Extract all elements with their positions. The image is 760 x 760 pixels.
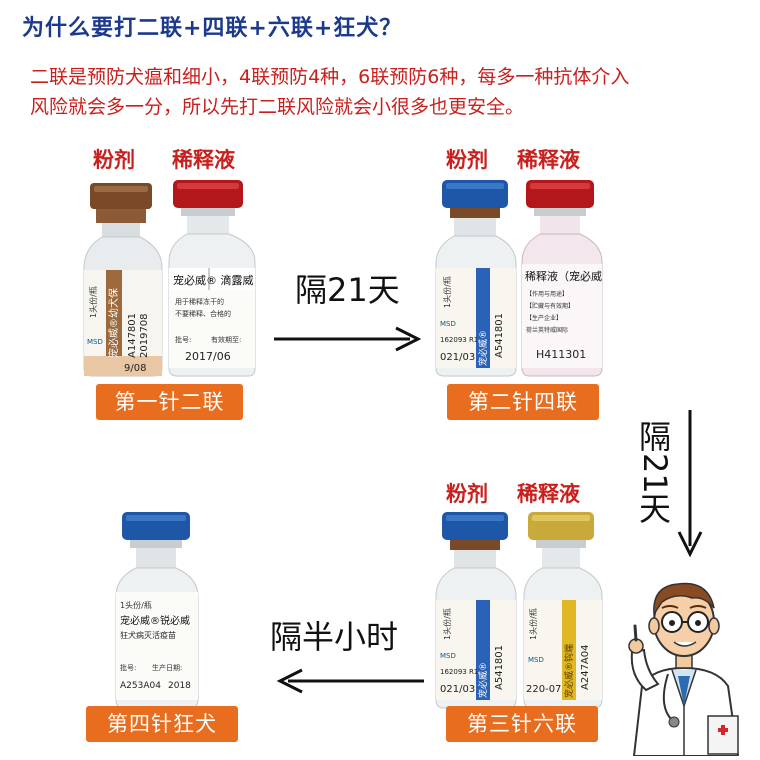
- label-diluent-1: 稀释液: [172, 148, 235, 172]
- vial3-code-text: 162093 R1: [440, 336, 478, 344]
- vial8-brand-text: 宠必威®锐必威: [120, 614, 190, 627]
- vial4-brand-text: 稀释液（宠必威: [525, 269, 602, 283]
- vial4-line1: 【作用与用途】: [526, 290, 568, 298]
- label-diluent-2: 稀释液: [517, 148, 580, 172]
- interval-2-part-c: 天: [638, 490, 671, 528]
- vial4-line4: 荷兰英特威国际: [526, 326, 568, 334]
- vial4-line2: 【贮藏与有效期】: [526, 302, 574, 310]
- vial5-spec-text: 1头份/瓶: [442, 608, 452, 640]
- step-4-label: 第四针狂犬: [86, 706, 238, 742]
- vial2-note2: 不要稀释、合格的: [175, 309, 231, 318]
- arrow-down-icon: [677, 410, 703, 558]
- vial-diluent-tetravalent: 稀释液（宠必威 【作用与用途】 【贮藏与有效期】 【生产企业】 荷兰英特威国际 …: [518, 178, 606, 378]
- vial8-name-text: 狂犬病灭活疫苗: [120, 630, 176, 640]
- vial1-exp-text: 9/08: [124, 363, 146, 374]
- vial2-note1: 用于稀释冻干的: [175, 297, 224, 306]
- label-powder-3: 粉剂: [446, 482, 488, 506]
- interval-1-text: 隔21天: [295, 271, 400, 309]
- vial1-spec-text: 1头份/瓶: [88, 286, 98, 318]
- step-3-label: 第三针六联: [446, 706, 598, 742]
- vial1-date-text: 2019708: [139, 313, 150, 358]
- vial1-maker-text: MSD: [87, 338, 103, 346]
- vial3-spec-text: 1头份/瓶: [442, 276, 452, 308]
- vial2-exp-label: 有效期至:: [211, 335, 241, 344]
- vial8-spec-text: 1头份/瓶: [120, 600, 152, 610]
- vial3-maker-text: MSD: [440, 320, 456, 328]
- interval-3-text: 隔半小时: [270, 618, 399, 656]
- vial5-lot-text: A541801: [494, 645, 505, 690]
- vial6-exp-text: 220-07: [526, 684, 561, 695]
- vial8-exp-text: 2018: [168, 681, 191, 691]
- interval-2-text: 隔 21 天: [635, 420, 675, 526]
- vial1-lot-text: A147801: [127, 313, 138, 358]
- vial2-brand-text: 宠必威® 滴露威: [173, 273, 254, 287]
- interval-2-part-b: 21: [636, 453, 674, 494]
- vial5-code-text: 162093 R1: [440, 668, 478, 676]
- vial2-lot-label: 批号:: [175, 335, 191, 344]
- description-line-2: 风险就会多一分，所以先打二联风险就会小很多也更安全。: [30, 96, 525, 118]
- label-powder-2: 粉剂: [446, 148, 488, 172]
- step-2-label: 第二针四联: [447, 384, 599, 420]
- vial3-brand-text: 宠必威®: [477, 330, 489, 366]
- page-title: 为什么要打二联+四联+六联+狂犬？: [22, 16, 403, 41]
- label-powder-1: 粉剂: [93, 148, 135, 172]
- vial6-lot-text: A247A04: [580, 645, 591, 691]
- vial3-lot-text: A541801: [494, 313, 505, 358]
- vial4-lot-text: H411301: [536, 348, 586, 361]
- vial8-lot-text: A253A04: [120, 681, 161, 691]
- doctor-illustration: [628, 582, 740, 756]
- description-line-1: 二联是预防犬瘟和细小，4联预防4种，6联预防6种，每多一种抗体介入: [30, 66, 630, 88]
- vial3-exp-text: 021/03: [440, 352, 475, 363]
- vial2-exp-text: 2017/06: [185, 350, 231, 363]
- vial6-spec-text: 1头份/瓶: [528, 608, 538, 640]
- vial6-brand-text: 宠必威®钩端: [563, 644, 575, 698]
- interval-2-part-a: 隔: [638, 418, 671, 456]
- vial1-brand-text: 宠必威®幼犬保: [107, 288, 120, 358]
- arrow-right-icon: [274, 326, 422, 352]
- label-diluent-3: 稀释液: [517, 482, 580, 506]
- vial8-lot-label: 批号:: [120, 663, 136, 672]
- arrow-left-icon: [276, 668, 424, 694]
- vial-rabies: 1头份/瓶 宠必威®锐必威 狂犬病灭活疫苗 批号: 生产日期: A253A04 …: [112, 510, 202, 710]
- vial-diluent-bivalent: 宠必威® 滴露威 用于稀释冻干的 不要稀释、合格的 批号: 有效期至: 2017…: [165, 178, 257, 378]
- vial-diluent-hexavalent: 宠必威®钩端 A247A04 1头份/瓶 MSD 220-07: [520, 510, 606, 710]
- vial5-maker-text: MSD: [440, 652, 456, 660]
- vial-powder-bivalent: 宠必威®幼犬保 A147801 2019708 1头份/瓶 MSD 9/08: [80, 178, 166, 378]
- vial5-exp-text: 021/03: [440, 684, 475, 695]
- vial8-exp-label: 生产日期:: [152, 663, 182, 672]
- vial5-brand-text: 宠必威®: [477, 662, 489, 698]
- step-1-label: 第一针二联: [96, 384, 243, 420]
- vial4-line3: 【生产企业】: [526, 314, 562, 322]
- vial-powder-hexavalent: 宠必威® A541801 1头份/瓶 MSD 162093 R1 021/03: [432, 510, 520, 710]
- vial6-maker-text: MSD: [528, 656, 544, 664]
- vial-powder-tetravalent: 宠必威® A541801 1头份/瓶 MSD 162093 R1 021/03: [432, 178, 520, 378]
